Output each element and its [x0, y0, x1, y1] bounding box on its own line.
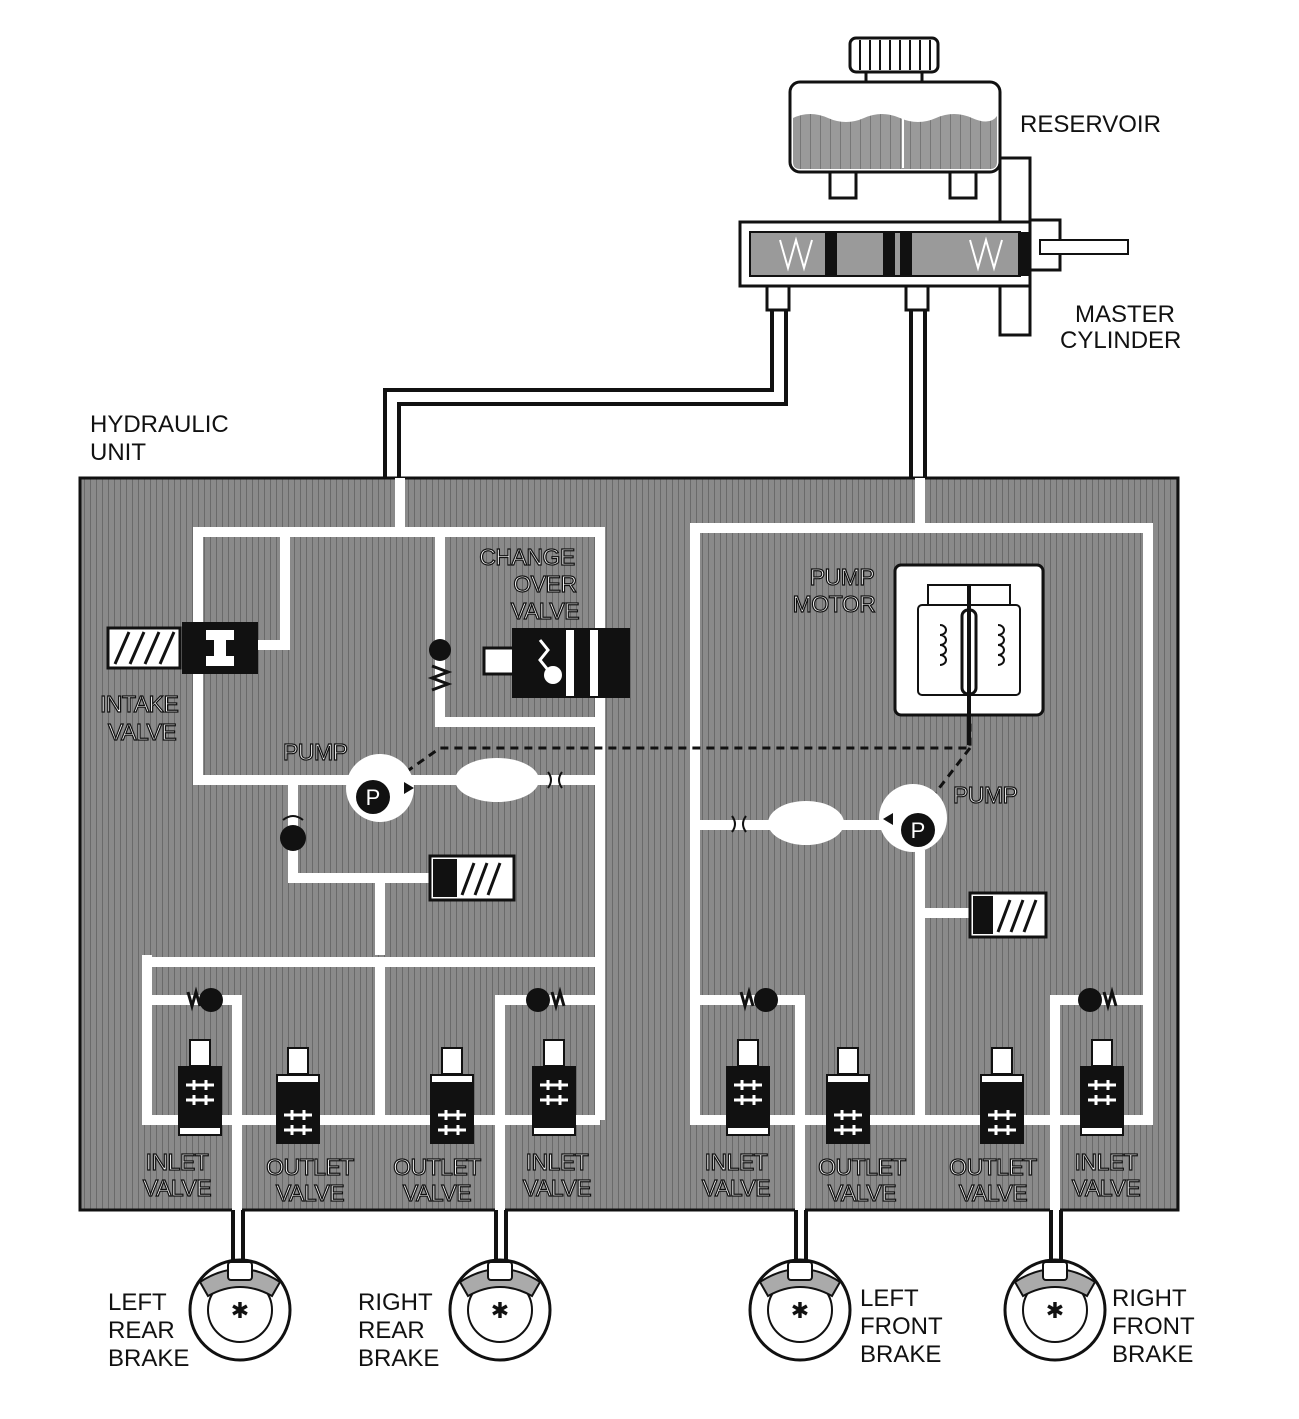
- valve-label-7-line2: VALVE: [959, 1180, 1027, 1206]
- brake-left-rear: ✱: [188, 1258, 292, 1362]
- brake-label-2-line2: REAR: [358, 1317, 425, 1344]
- brake-label-2-line1: RIGHT: [358, 1289, 433, 1316]
- svg-text:✱: ✱: [1046, 1298, 1064, 1323]
- change-over-valve: [427, 628, 630, 698]
- reservoir-cap: [848, 36, 940, 74]
- valve-label-8-line1: INLET: [1075, 1149, 1138, 1175]
- accumulator-left: [428, 854, 516, 902]
- pump-left-symbol: P: [366, 785, 381, 810]
- label-pump-motor-2: MOTOR: [793, 591, 876, 617]
- valve-label-3-line2: VALVE: [403, 1180, 471, 1206]
- valve-front-right-inlet: [1080, 1039, 1124, 1136]
- brake-label-1-line2: REAR: [108, 1317, 175, 1344]
- wheel-brake-lines: [231, 1210, 1063, 1268]
- brake-label-1-line3: BRAKE: [108, 1345, 189, 1372]
- label-hydraulic-2: UNIT: [90, 439, 146, 466]
- label-master-1: MASTER: [1075, 301, 1175, 328]
- pump-drive-link: [405, 720, 972, 801]
- valve-label-4-line1: INLET: [526, 1149, 589, 1175]
- valve-rear-right-outlet: [430, 1047, 474, 1144]
- hydraulic-circuit-lines: [142, 478, 1153, 1215]
- orifices: [547, 771, 747, 833]
- pump-right: P: [879, 784, 947, 852]
- svg-text:✱: ✱: [491, 1298, 509, 1323]
- valve-label-1-line1: INLET: [146, 1149, 209, 1175]
- brake-label-2-line3: BRAKE: [358, 1345, 439, 1372]
- valve-front-left-inlet: [726, 1039, 770, 1136]
- valve-label-1-line2: VALVE: [143, 1175, 211, 1201]
- label-pump-left: PUMP: [283, 739, 348, 765]
- brake-right-front: ✱: [1003, 1258, 1107, 1362]
- check-valve-left: [280, 815, 306, 851]
- valve-front-left-outlet: [826, 1047, 870, 1144]
- label-intake-1: INTAKE: [100, 691, 179, 717]
- damper-left: [455, 758, 539, 802]
- label-changeover-1: CHANGE: [479, 544, 575, 570]
- brake-label-4-line3: BRAKE: [1112, 1341, 1193, 1368]
- label-intake-2: VALVE: [108, 719, 176, 745]
- brake-right-rear: ✱: [448, 1258, 552, 1362]
- brake-label-3-line3: BRAKE: [860, 1341, 941, 1368]
- master-cylinder: [738, 156, 1129, 337]
- valve-label-2-line1: OUTLET: [266, 1154, 354, 1180]
- brake-label-1-line1: LEFT: [108, 1289, 167, 1316]
- label-hydraulic-1: HYDRAULIC: [90, 411, 229, 438]
- label-master-2: CYLINDER: [1060, 327, 1181, 354]
- label-pump-right: PUMP: [953, 782, 1018, 808]
- valve-rear-left-outlet: [276, 1047, 320, 1144]
- pump-motor: [893, 563, 1045, 745]
- solenoid-valves: [178, 1039, 1124, 1144]
- damper-right: [768, 801, 844, 845]
- valve-label-7-line1: OUTLET: [949, 1154, 1037, 1180]
- pump-right-symbol: P: [911, 818, 926, 843]
- label-pump-motor-1: PUMP: [810, 564, 875, 590]
- label-reservoir: RESERVOIR: [1020, 111, 1161, 138]
- brake-label-4-line2: FRONT: [1112, 1313, 1195, 1340]
- valve-label-8-line2: VALVE: [1072, 1175, 1140, 1201]
- check-valves: [186, 986, 1118, 1012]
- label-changeover-3: VALVE: [511, 598, 579, 624]
- brake-label-3-line2: FRONT: [860, 1313, 943, 1340]
- accumulator-right: [968, 891, 1048, 939]
- valve-label-3-line1: OUTLET: [393, 1154, 481, 1180]
- valve-rear-right-inlet: [532, 1039, 576, 1136]
- valve-label-6-line1: OUTLET: [818, 1154, 906, 1180]
- intake-valve: [106, 622, 258, 674]
- brake-lines: [383, 310, 927, 478]
- valve-front-right-outlet: [980, 1047, 1024, 1144]
- brake-label-4-line1: RIGHT: [1112, 1285, 1187, 1312]
- reservoir: [788, 36, 1002, 200]
- brake-left-front: ✱: [748, 1258, 852, 1362]
- svg-text:✱: ✱: [231, 1298, 249, 1323]
- svg-text:✱: ✱: [791, 1298, 809, 1323]
- valve-label-2-line2: VALVE: [276, 1180, 344, 1206]
- valve-label-5-line1: INLET: [705, 1149, 768, 1175]
- valve-label-5-line2: VALVE: [702, 1175, 770, 1201]
- brake-label-3-line1: LEFT: [860, 1285, 919, 1312]
- label-changeover-2: OVER: [513, 571, 576, 597]
- pump-left: P: [346, 754, 414, 822]
- valve-rear-left-inlet: [178, 1039, 222, 1136]
- valve-label-6-line2: VALVE: [828, 1180, 896, 1206]
- valve-label-4-line2: VALVE: [523, 1175, 591, 1201]
